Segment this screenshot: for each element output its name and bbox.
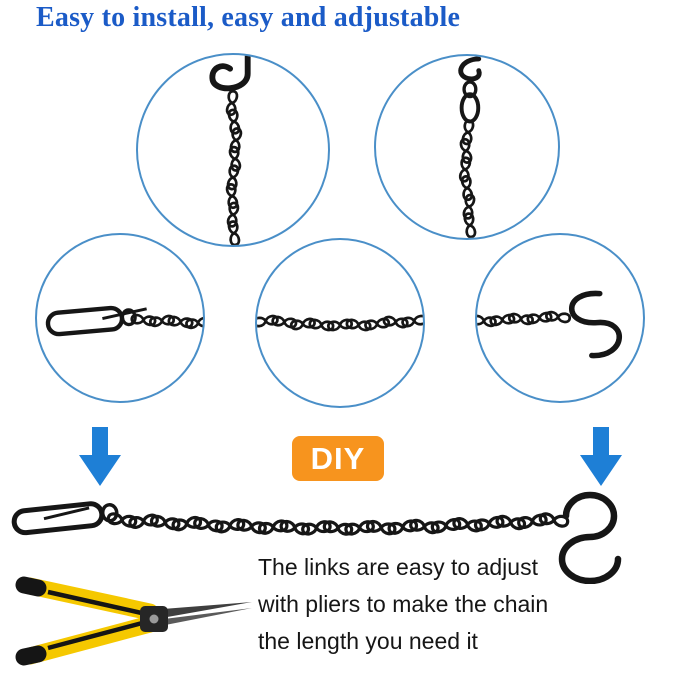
diy-badge-label: DIY — [310, 440, 366, 476]
detail-circle-swivel-clip — [374, 54, 560, 240]
down-arrow-icon — [580, 427, 622, 486]
detail-circle-ceiling-hook — [136, 53, 330, 247]
down-arrow-icon — [79, 427, 121, 486]
swivel-clip-chain-graphic — [458, 56, 482, 238]
chain-product-graphic — [11, 491, 622, 584]
caption-line: The links are easy to adjust — [258, 554, 538, 580]
s-hook-chain-graphic — [477, 290, 623, 359]
detail-circle-s-hook — [475, 233, 645, 403]
chain-links-graphic — [257, 313, 423, 333]
detail-circle-spring-clasp — [35, 233, 205, 403]
caption: The links are easy to adjust with pliers… — [258, 549, 548, 660]
spring-clasp-graphic — [45, 305, 203, 337]
caption-line: the length you need it — [258, 628, 478, 654]
page-title: Easy to install, easy and adjustable — [36, 2, 461, 33]
detail-circle-chain-links — [255, 238, 425, 408]
ceiling-hook-chain-graphic — [209, 55, 251, 245]
diy-badge: DIY — [292, 436, 384, 481]
caption-line: with pliers to make the chain — [258, 591, 549, 617]
pliers-graphic — [15, 576, 252, 666]
